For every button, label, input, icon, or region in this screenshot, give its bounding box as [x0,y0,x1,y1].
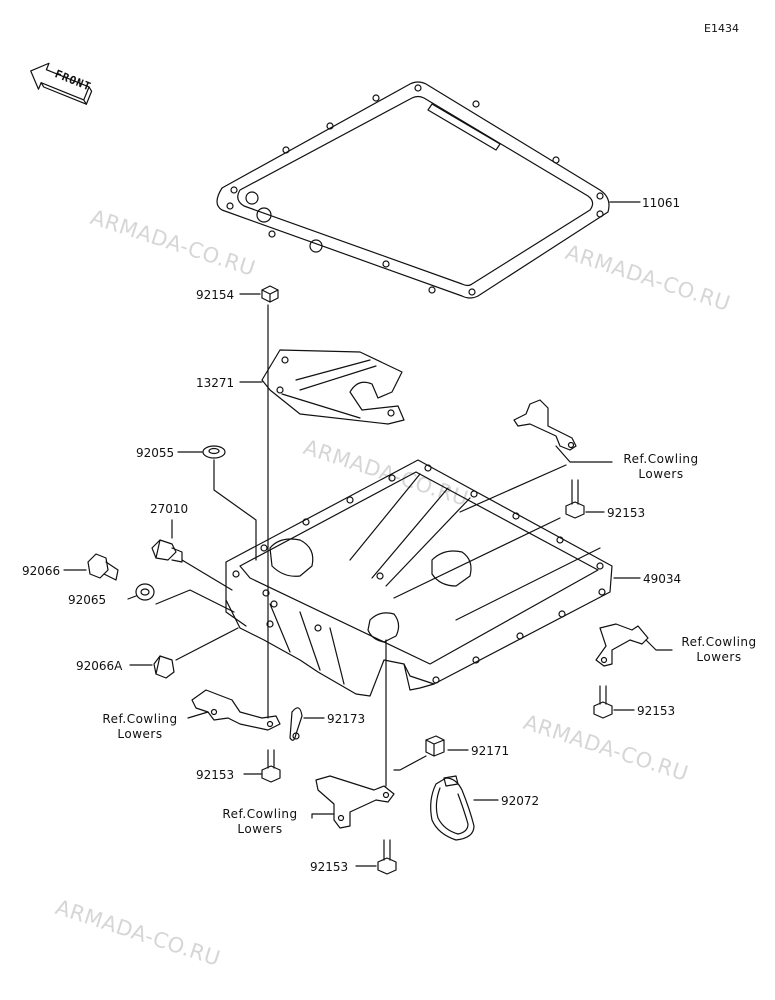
label-92153-c: 92153 [196,768,235,782]
ref-cowling-label-a: Ref.Cowling Lowers [616,452,706,482]
connector-92171 [425,735,445,757]
label-92153-a: 92153 [607,506,646,520]
label-11061: 11061 [642,196,681,210]
ref-cowling-label-b: Ref.Cowling Lowers [674,635,764,665]
gasket-11061 [216,81,610,299]
ref-line2: Lowers [117,727,163,741]
bolt-92153-c [261,749,281,783]
label-92173: 92173 [327,712,366,726]
label-92066: 92066 [22,564,61,578]
ref-line2: Lowers [696,650,742,664]
bolt-92154 [261,285,279,303]
washer-92055 [202,445,226,459]
ref-cowling-label-d: Ref.Cowling Lowers [212,807,308,837]
cowling-bracket-left [191,689,281,731]
clip-92173 [289,707,303,741]
ref-line2: Lowers [638,467,684,481]
band-92072 [430,775,475,841]
label-92065: 92065 [68,593,107,607]
ref-cowling-label-c: Ref.Cowling Lowers [92,712,188,742]
ref-line2: Lowers [237,822,283,836]
washer-92065 [135,583,155,601]
label-27010: 27010 [150,502,189,516]
ref-line1: Ref.Cowling [623,452,699,466]
ref-line1: Ref.Cowling [681,635,757,649]
label-92055: 92055 [136,446,175,460]
oil-pan-49034 [225,459,613,697]
cowling-bracket-bottom [315,775,395,829]
label-13271: 13271 [196,376,235,390]
ref-line1: Ref.Cowling [102,712,178,726]
label-92171: 92171 [471,744,510,758]
cowling-bracket-top-right [513,399,577,451]
bolt-92153-b [593,685,613,719]
drain-bolt-92066 [87,553,119,581]
label-92072: 92072 [501,794,540,808]
label-92153-b: 92153 [637,704,676,718]
plug-92066a [153,655,175,679]
cowling-bracket-mid-right [595,623,649,667]
label-92154: 92154 [196,288,235,302]
bolt-92153-a [565,479,585,519]
label-49034: 49034 [643,572,682,586]
front-arrow-icon [30,62,93,105]
plate-13271 [261,349,405,425]
bolt-92153-d [377,839,397,875]
front-badge: FRONT [36,48,106,108]
label-92066a: 92066A [76,659,123,673]
sensor-27010 [151,539,183,563]
ref-line1: Ref.Cowling [222,807,298,821]
label-92153-d: 92153 [310,860,349,874]
front-label: FRONT [52,67,94,94]
diagram-code: E1434 [704,22,739,35]
